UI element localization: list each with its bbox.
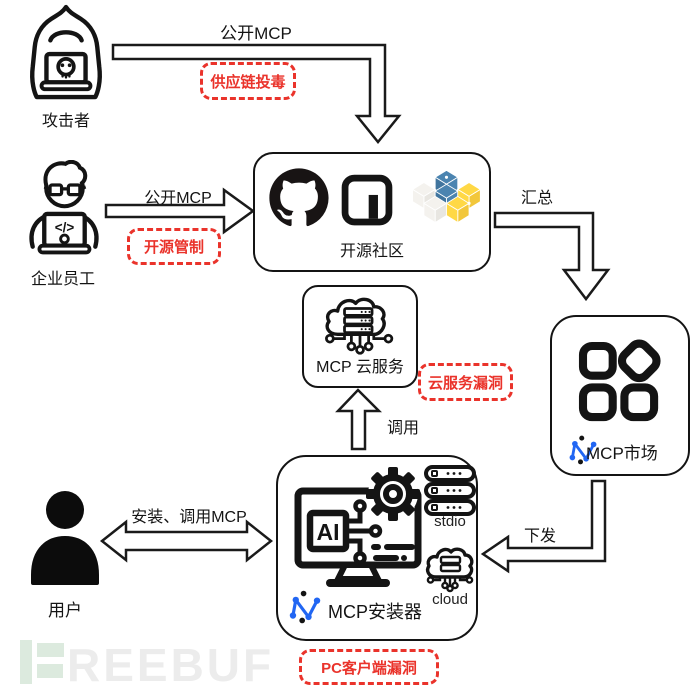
mcp-network-logo-icon [569, 435, 597, 465]
attacker-label: 攻击者 [41, 113, 90, 130]
glasses-icon [43, 183, 87, 197]
cloud-icon: cloud [426, 547, 474, 607]
freebuf-logo-f-bottom [37, 664, 63, 678]
employee-icon: </> [29, 160, 99, 255]
cloud-label: cloud [432, 591, 468, 607]
distribute-label: 下发 [523, 528, 556, 545]
node-mcp-cloud-service: MCP 云服务 [302, 285, 418, 388]
arrow-aggregate [493, 211, 611, 302]
freebuf-logo-f-top [37, 643, 64, 657]
app-grid-icon [578, 339, 661, 422]
employee-publish-label: 公开MCP [144, 190, 212, 207]
cloud-server-icon [325, 297, 394, 355]
risk-opensource-control: 开源管制 [127, 228, 221, 265]
user-label: 用户 [48, 601, 82, 620]
risk-cloud-service-vuln: 云服务漏洞 [418, 363, 513, 401]
arrow-employee-publish [104, 187, 256, 235]
mcp-network-logo-icon [289, 590, 321, 624]
skull-icon [56, 57, 76, 77]
mcp-market-label: MCP市场 [586, 444, 658, 463]
arrow-distribute [480, 479, 607, 574]
freebuf-logo-bar [20, 640, 32, 684]
invoke-label: 调用 [386, 420, 419, 437]
ai-text: AI [317, 519, 340, 545]
npm-package-icon [341, 174, 393, 226]
install-invoke-label: 安装、调用MCP [131, 509, 247, 526]
node-mcp-market: MCP市场 [550, 315, 690, 476]
stdio-icon: stdio [424, 465, 476, 529]
mcp-installer-label: MCP安装器 [328, 602, 422, 622]
github-logo-icon [269, 168, 329, 227]
arrow-attacker-publish [111, 43, 402, 144]
gear-icon [366, 467, 420, 521]
attacker-publish-label: 公开MCP [220, 24, 292, 43]
opensource-community-label: 开源社区 [339, 243, 404, 260]
mcp-cloud-service-label: MCP 云服务 [316, 359, 404, 376]
monitor-ai-icon: AI [294, 467, 422, 587]
employee-label: 企业员工 [30, 271, 95, 288]
risk-pc-client-vuln: PC客户端漏洞 [299, 649, 439, 685]
arrow-install-invoke [99, 519, 274, 563]
stdio-label: stdio [434, 513, 466, 529]
arrow-invoke-up [335, 388, 383, 451]
pypi-logo-icon [411, 169, 482, 224]
attacker-icon [30, 4, 102, 100]
code-symbol: </> [55, 220, 75, 235]
node-mcp-installer: AI [276, 455, 478, 641]
risk-supply-chain-poisoning: 供应链投毒 [200, 62, 296, 100]
node-opensource-community: 开源社区 [253, 152, 491, 272]
freebuf-watermark-text: REEBUF [67, 639, 275, 685]
user-icon [31, 491, 99, 585]
freebuf-watermark: REEBUF [18, 636, 278, 685]
aggregate-label: 汇总 [520, 190, 553, 207]
